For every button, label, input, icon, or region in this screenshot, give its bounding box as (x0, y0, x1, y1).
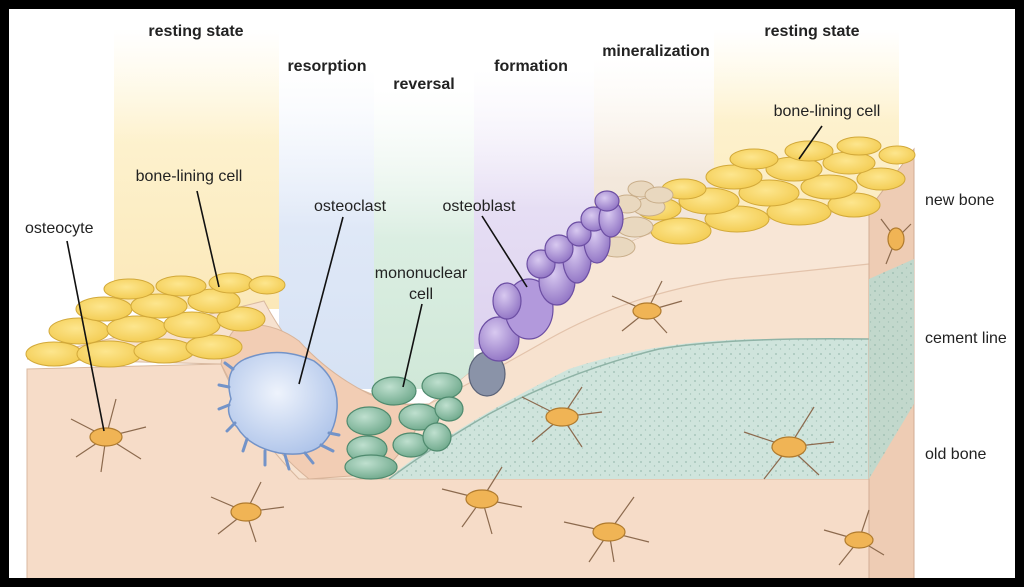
label-bone-lining-cell-left: bone-lining cell (136, 168, 243, 185)
phase-formation: formation (494, 58, 568, 75)
phase-resting-right: resting state (764, 23, 859, 40)
label-old-bone: old bone (925, 446, 986, 463)
label-bone-lining-cell-right: bone-lining cell (774, 103, 881, 120)
label-mononuclear: mononuclear (375, 265, 468, 282)
band-reversal (374, 89, 474, 389)
bone-remodeling-diagram: resting state resorption reversal format… (9, 9, 1024, 587)
phase-reversal: reversal (393, 76, 454, 93)
label-osteoclast: osteoclast (314, 198, 387, 215)
label-new-bone: new bone (925, 192, 994, 209)
label-cement-line: cement line (925, 330, 1007, 347)
phase-mineralization: mineralization (602, 43, 710, 60)
phase-resorption: resorption (287, 58, 366, 75)
label-osteocyte: osteocyte (25, 220, 94, 237)
phase-resting-left: resting state (148, 23, 243, 40)
label-mononuclear-cell: cell (409, 286, 433, 303)
label-osteoblast: osteoblast (443, 198, 516, 215)
